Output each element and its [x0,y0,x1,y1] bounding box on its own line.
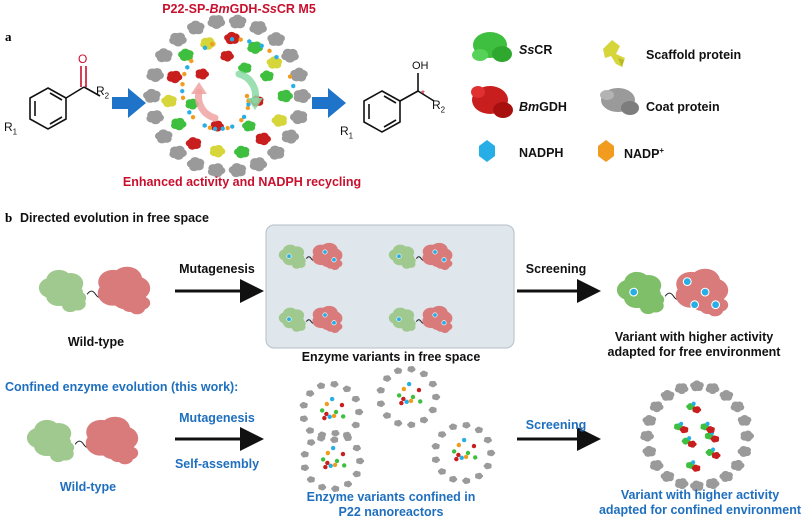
variant-enzymes-free [278,242,453,334]
confined-result-line1: Variant with higher activity [620,488,780,502]
confined-wild-type-label: Wild-type [59,480,117,494]
confined-mutagenesis-label: Mutagenesis [179,411,255,425]
substrate-r2: R2 [96,84,110,101]
legend-sscr: SsCR [519,43,553,57]
panel-b-label: b [5,210,13,225]
legend-coat: Coat protein [646,100,720,114]
confined-variants-line2: P22 nanoreactors [338,505,444,519]
product-r2: R2 [432,98,446,115]
legend-bmgdh: BmGDH [519,100,567,114]
free-result-line2: adapted for free environment [607,345,781,359]
substrate-r1: R1 [4,120,18,137]
free-wild-type-label: Wild-type [67,335,125,349]
ketone-substrate-structure [29,66,101,130]
nadph-icon [479,140,495,162]
confined-variants-line1: Enzyme variants confined in [306,490,476,504]
free-heading: Directed evolution in free space [20,211,209,225]
wild-type-enzyme-free [38,266,151,315]
reaction-arrow-2 [312,88,346,118]
nadp-plus-icon [598,140,614,162]
free-result-line1: Variant with higher activity [614,330,774,344]
free-variants-caption: Enzyme variants in free space [301,350,481,364]
legend-nadph: NADPH [519,146,564,160]
confined-result-line2: adapted for confined environment [598,503,802,517]
wild-type-enzyme-confined [26,416,139,465]
panel-a-title: P22-SP-BmGDH-SsCR M5 [162,2,316,16]
legend-nadp-plus: NADP+ [624,146,665,162]
confined-heading: Confined enzyme evolution (this work): [5,380,239,394]
legend-scaffold: Scaffold protein [646,48,742,62]
p22-nanoreactor-illustration [143,14,311,178]
scaffold-protein-icon [603,40,625,67]
product-r1: R1 [340,124,354,141]
coat-protein-icon [600,88,639,115]
sscr-enzyme-icon [472,32,512,62]
reaction-arrow-1 [112,88,146,118]
confined-screening-label: Screening [525,418,587,432]
alcohol-product-structure [363,73,435,133]
panel-a-caption: Enhanced activity and NADPH recycling [122,175,362,189]
chiral-center-star: * [421,89,425,100]
free-screening-label: Screening [525,262,587,276]
confined-variant-nanoreactors [299,366,496,493]
confined-self-assembly-label: Self-assembly [174,457,260,471]
improved-variant-nanoreactor [640,380,755,492]
substrate-oxygen: O [78,52,88,66]
improved-variant-free [616,268,729,317]
free-mutagenesis-label: Mutagenesis [179,262,255,276]
bmgdh-enzyme-icon [471,86,513,118]
panel-a-label: a [5,29,12,44]
product-oh: OH [412,60,429,72]
